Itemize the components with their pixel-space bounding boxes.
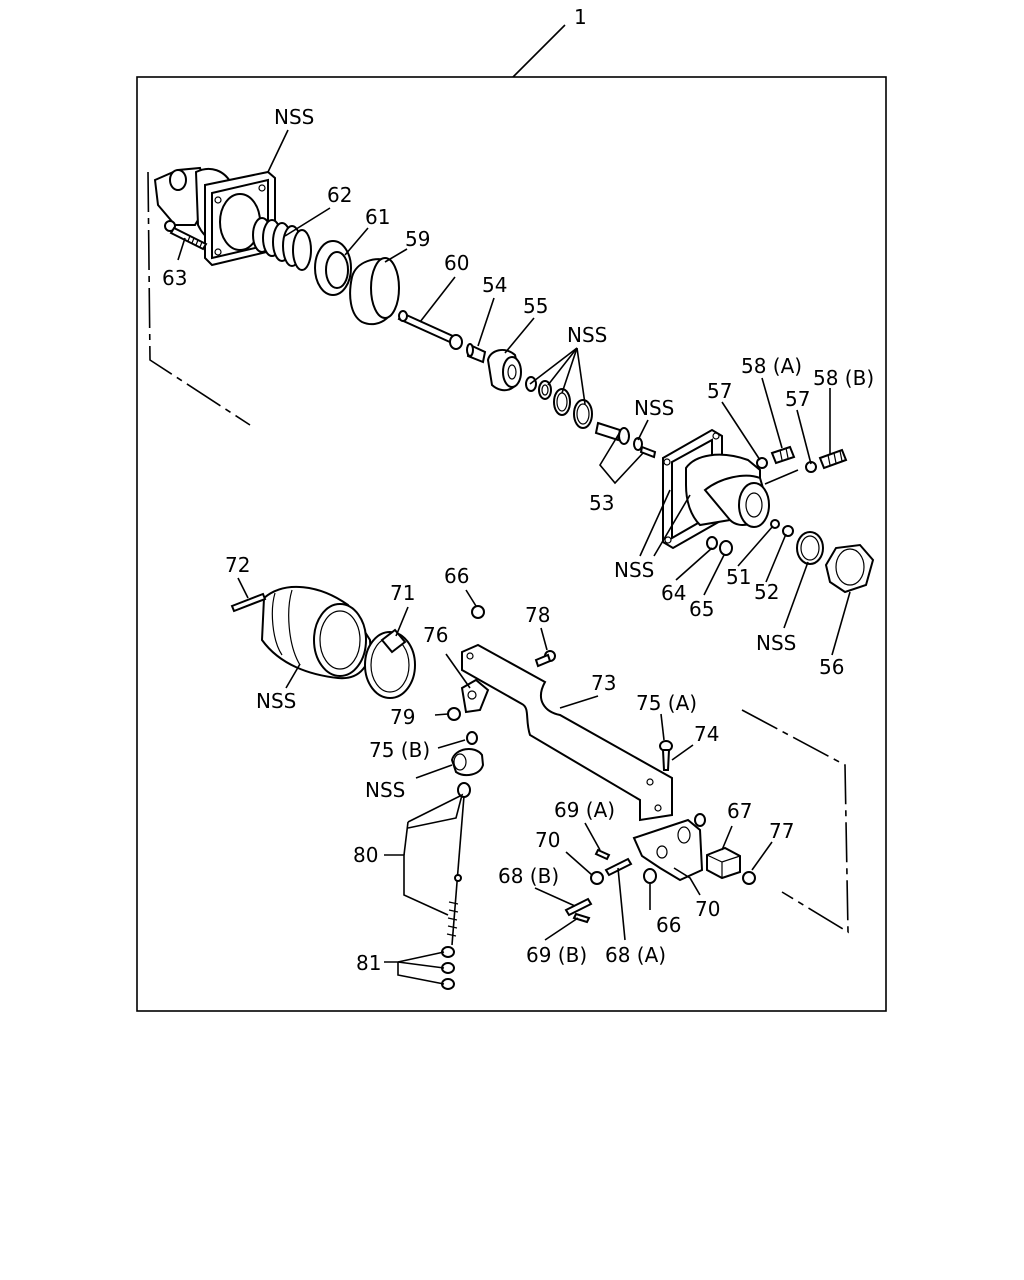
label-nss-boot: NSS bbox=[256, 689, 296, 713]
label-75b: 75 (B) bbox=[369, 738, 430, 762]
label-69b: 69 (B) bbox=[526, 943, 587, 967]
nut-66-upper bbox=[471, 605, 485, 619]
seals-nss bbox=[525, 376, 593, 429]
pin-68a bbox=[604, 857, 633, 877]
nuts-81 bbox=[441, 946, 455, 990]
spring-62 bbox=[252, 217, 312, 271]
piston-59 bbox=[349, 257, 400, 326]
fittings-58 bbox=[756, 445, 848, 473]
label-53: 53 bbox=[589, 491, 614, 515]
label-52: 52 bbox=[754, 580, 779, 604]
rod-60 bbox=[397, 310, 463, 350]
nut-77 bbox=[742, 871, 756, 885]
housing-flange bbox=[153, 166, 276, 267]
label-80: 80 bbox=[353, 843, 378, 867]
label-70b: 70 bbox=[695, 897, 720, 921]
label-58a: 58 (A) bbox=[741, 354, 802, 378]
label-69a: 69 (A) bbox=[554, 798, 615, 822]
pin-72 bbox=[230, 592, 267, 613]
ring-61 bbox=[314, 240, 352, 296]
screw-78 bbox=[534, 650, 556, 668]
part-53 bbox=[594, 421, 657, 459]
bolt-75b bbox=[466, 731, 478, 745]
lever-73 bbox=[461, 643, 673, 822]
assembly-frame bbox=[136, 76, 887, 1012]
label-78: 78 bbox=[525, 603, 550, 627]
label-nss-mid: NSS bbox=[567, 323, 607, 347]
label-59: 59 bbox=[405, 227, 430, 251]
plug-56 bbox=[824, 543, 875, 594]
leader-lines bbox=[177, 129, 851, 985]
label-63: 63 bbox=[162, 266, 187, 290]
label-nss-flange: NSS bbox=[614, 558, 654, 582]
leader-1 bbox=[512, 24, 566, 78]
label-70a: 70 bbox=[535, 828, 560, 852]
pin-69a bbox=[594, 848, 611, 861]
nut-66-lower bbox=[643, 868, 657, 884]
label-71: 71 bbox=[390, 581, 415, 605]
label-55: 55 bbox=[523, 294, 548, 318]
label-64: 64 bbox=[661, 581, 686, 605]
part-54 bbox=[466, 343, 487, 364]
label-58b: 58 (B) bbox=[813, 366, 874, 390]
bolt-63 bbox=[164, 220, 208, 251]
label-76: 76 bbox=[423, 623, 448, 647]
label-nss-top: NSS bbox=[274, 105, 314, 129]
label-68a: 68 (A) bbox=[605, 943, 666, 967]
label-54: 54 bbox=[482, 273, 507, 297]
label-68b: 68 (B) bbox=[498, 864, 559, 888]
callout-labels: 1 NSS 62 61 59 60 63 54 55 NSS 58 (A) 57… bbox=[162, 5, 874, 975]
label-57a: 57 bbox=[707, 379, 732, 403]
label-nss-cap: NSS bbox=[365, 778, 405, 802]
pin-69b bbox=[572, 912, 591, 924]
label-57b: 57 bbox=[785, 387, 810, 411]
small-parts-lower-right bbox=[706, 519, 824, 565]
bolt-75a bbox=[659, 740, 673, 771]
label-61: 61 bbox=[365, 205, 390, 229]
clamp-71 bbox=[364, 628, 416, 699]
label-66b: 66 bbox=[656, 913, 681, 937]
label-75a: 75 (A) bbox=[636, 691, 697, 715]
label-66a: 66 bbox=[444, 564, 469, 588]
bracket-70 bbox=[632, 813, 706, 882]
label-1: 1 bbox=[574, 5, 587, 29]
rod-80 bbox=[446, 782, 471, 946]
label-77: 77 bbox=[769, 819, 794, 843]
boundary-lines bbox=[147, 171, 849, 934]
bracket-76 bbox=[460, 678, 490, 714]
label-60: 60 bbox=[444, 251, 469, 275]
rubber-boot bbox=[260, 585, 372, 680]
label-nss-ring: NSS bbox=[756, 631, 796, 655]
nut-79 bbox=[447, 707, 461, 721]
block-67 bbox=[706, 846, 741, 880]
label-nss-53: NSS bbox=[634, 396, 674, 420]
cap-nss bbox=[450, 748, 485, 777]
label-73: 73 bbox=[591, 671, 616, 695]
label-51: 51 bbox=[726, 565, 751, 589]
label-74: 74 bbox=[694, 722, 719, 746]
label-56: 56 bbox=[819, 655, 844, 679]
part-55 bbox=[486, 348, 522, 392]
label-72: 72 bbox=[225, 553, 250, 577]
label-62: 62 bbox=[327, 183, 352, 207]
label-81: 81 bbox=[356, 951, 381, 975]
label-79: 79 bbox=[390, 705, 415, 729]
valve-body-flange bbox=[662, 428, 770, 550]
label-65: 65 bbox=[689, 597, 714, 621]
washer-70 bbox=[590, 871, 604, 885]
pin-68b bbox=[564, 897, 593, 917]
label-67: 67 bbox=[727, 799, 752, 823]
